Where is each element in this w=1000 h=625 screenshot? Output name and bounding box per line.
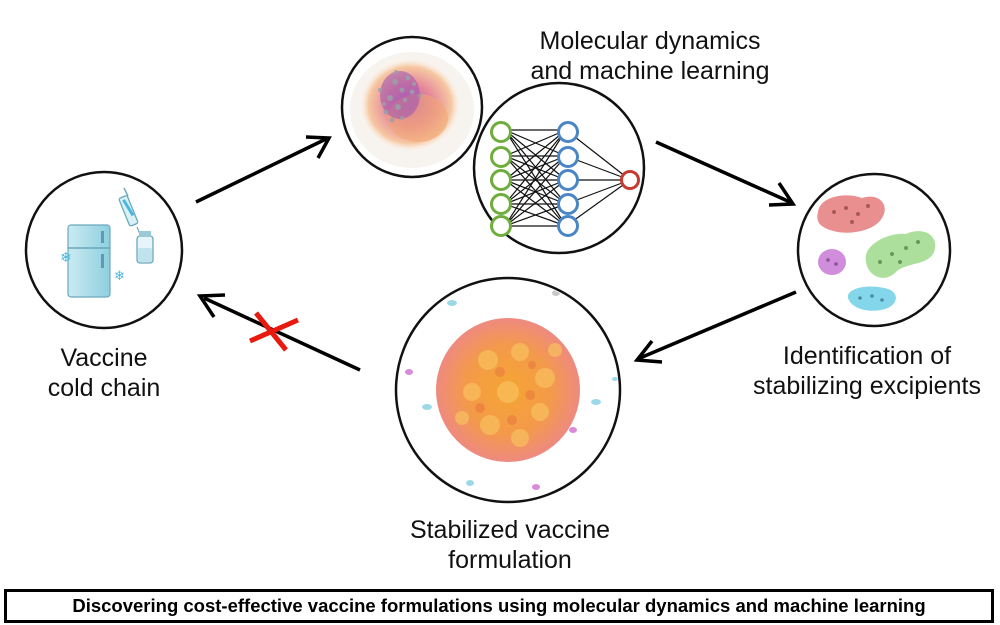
cold-chain-label: Vaccine cold chain bbox=[14, 343, 194, 403]
excipients-label-line1: Identification of bbox=[782, 342, 952, 370]
virus-capsid bbox=[436, 318, 580, 462]
snowflake-icon: ❄ ❄ bbox=[60, 250, 125, 284]
neural-network-circle bbox=[472, 81, 646, 255]
formulation-label-line2: formulation bbox=[448, 546, 572, 574]
arrow-cold-chain-to-md bbox=[195, 135, 332, 204]
formulation-label-line1: Stabilized vaccine bbox=[409, 516, 611, 544]
output-node bbox=[620, 170, 640, 190]
arrow-formulation-to-cold-chain bbox=[196, 293, 361, 372]
md-ml-label: Molecular dynamics and machine learning bbox=[510, 26, 790, 86]
fridge-icon bbox=[67, 224, 111, 298]
formulation-label: Stabilized vaccine formulation bbox=[380, 515, 640, 575]
protein-atoms bbox=[378, 70, 422, 123]
caption-box: Discovering cost-effective vaccine formu… bbox=[4, 589, 994, 623]
excipient-red-molecule bbox=[817, 195, 885, 233]
vial-icon bbox=[136, 231, 154, 264]
excipient-purple-molecule bbox=[818, 249, 846, 275]
caption-text: Discovering cost-effective vaccine formu… bbox=[72, 595, 926, 616]
excipient-green-molecule bbox=[865, 231, 936, 278]
svg-text:❄: ❄ bbox=[60, 250, 72, 266]
input-layer-nodes bbox=[490, 121, 512, 237]
arrow-excipients-to-formulation bbox=[633, 290, 797, 364]
excipients-circle bbox=[796, 172, 952, 328]
md-ml-label-line2: and machine learning bbox=[530, 57, 770, 85]
molecular-dynamics-circle bbox=[340, 35, 484, 179]
cold-chain-circle: ❄ ❄ bbox=[24, 170, 184, 330]
svg-text:❄: ❄ bbox=[114, 269, 125, 284]
hidden-layer-nodes bbox=[557, 121, 579, 237]
formulation-circle bbox=[394, 276, 622, 504]
excipient-cyan-molecule bbox=[847, 286, 896, 311]
arrow-nn-to-excipients bbox=[655, 140, 797, 207]
cold-chain-label-line1: Vaccine bbox=[60, 344, 148, 372]
excipients-label: Identification of stabilizing excipients bbox=[736, 341, 998, 401]
md-ml-label-line1: Molecular dynamics bbox=[539, 27, 761, 55]
cold-chain-label-line2: cold chain bbox=[47, 374, 161, 402]
blocked-x-mark bbox=[248, 311, 300, 352]
excipients-label-line2: stabilizing excipients bbox=[753, 372, 981, 400]
neural-network-icon bbox=[490, 121, 640, 237]
